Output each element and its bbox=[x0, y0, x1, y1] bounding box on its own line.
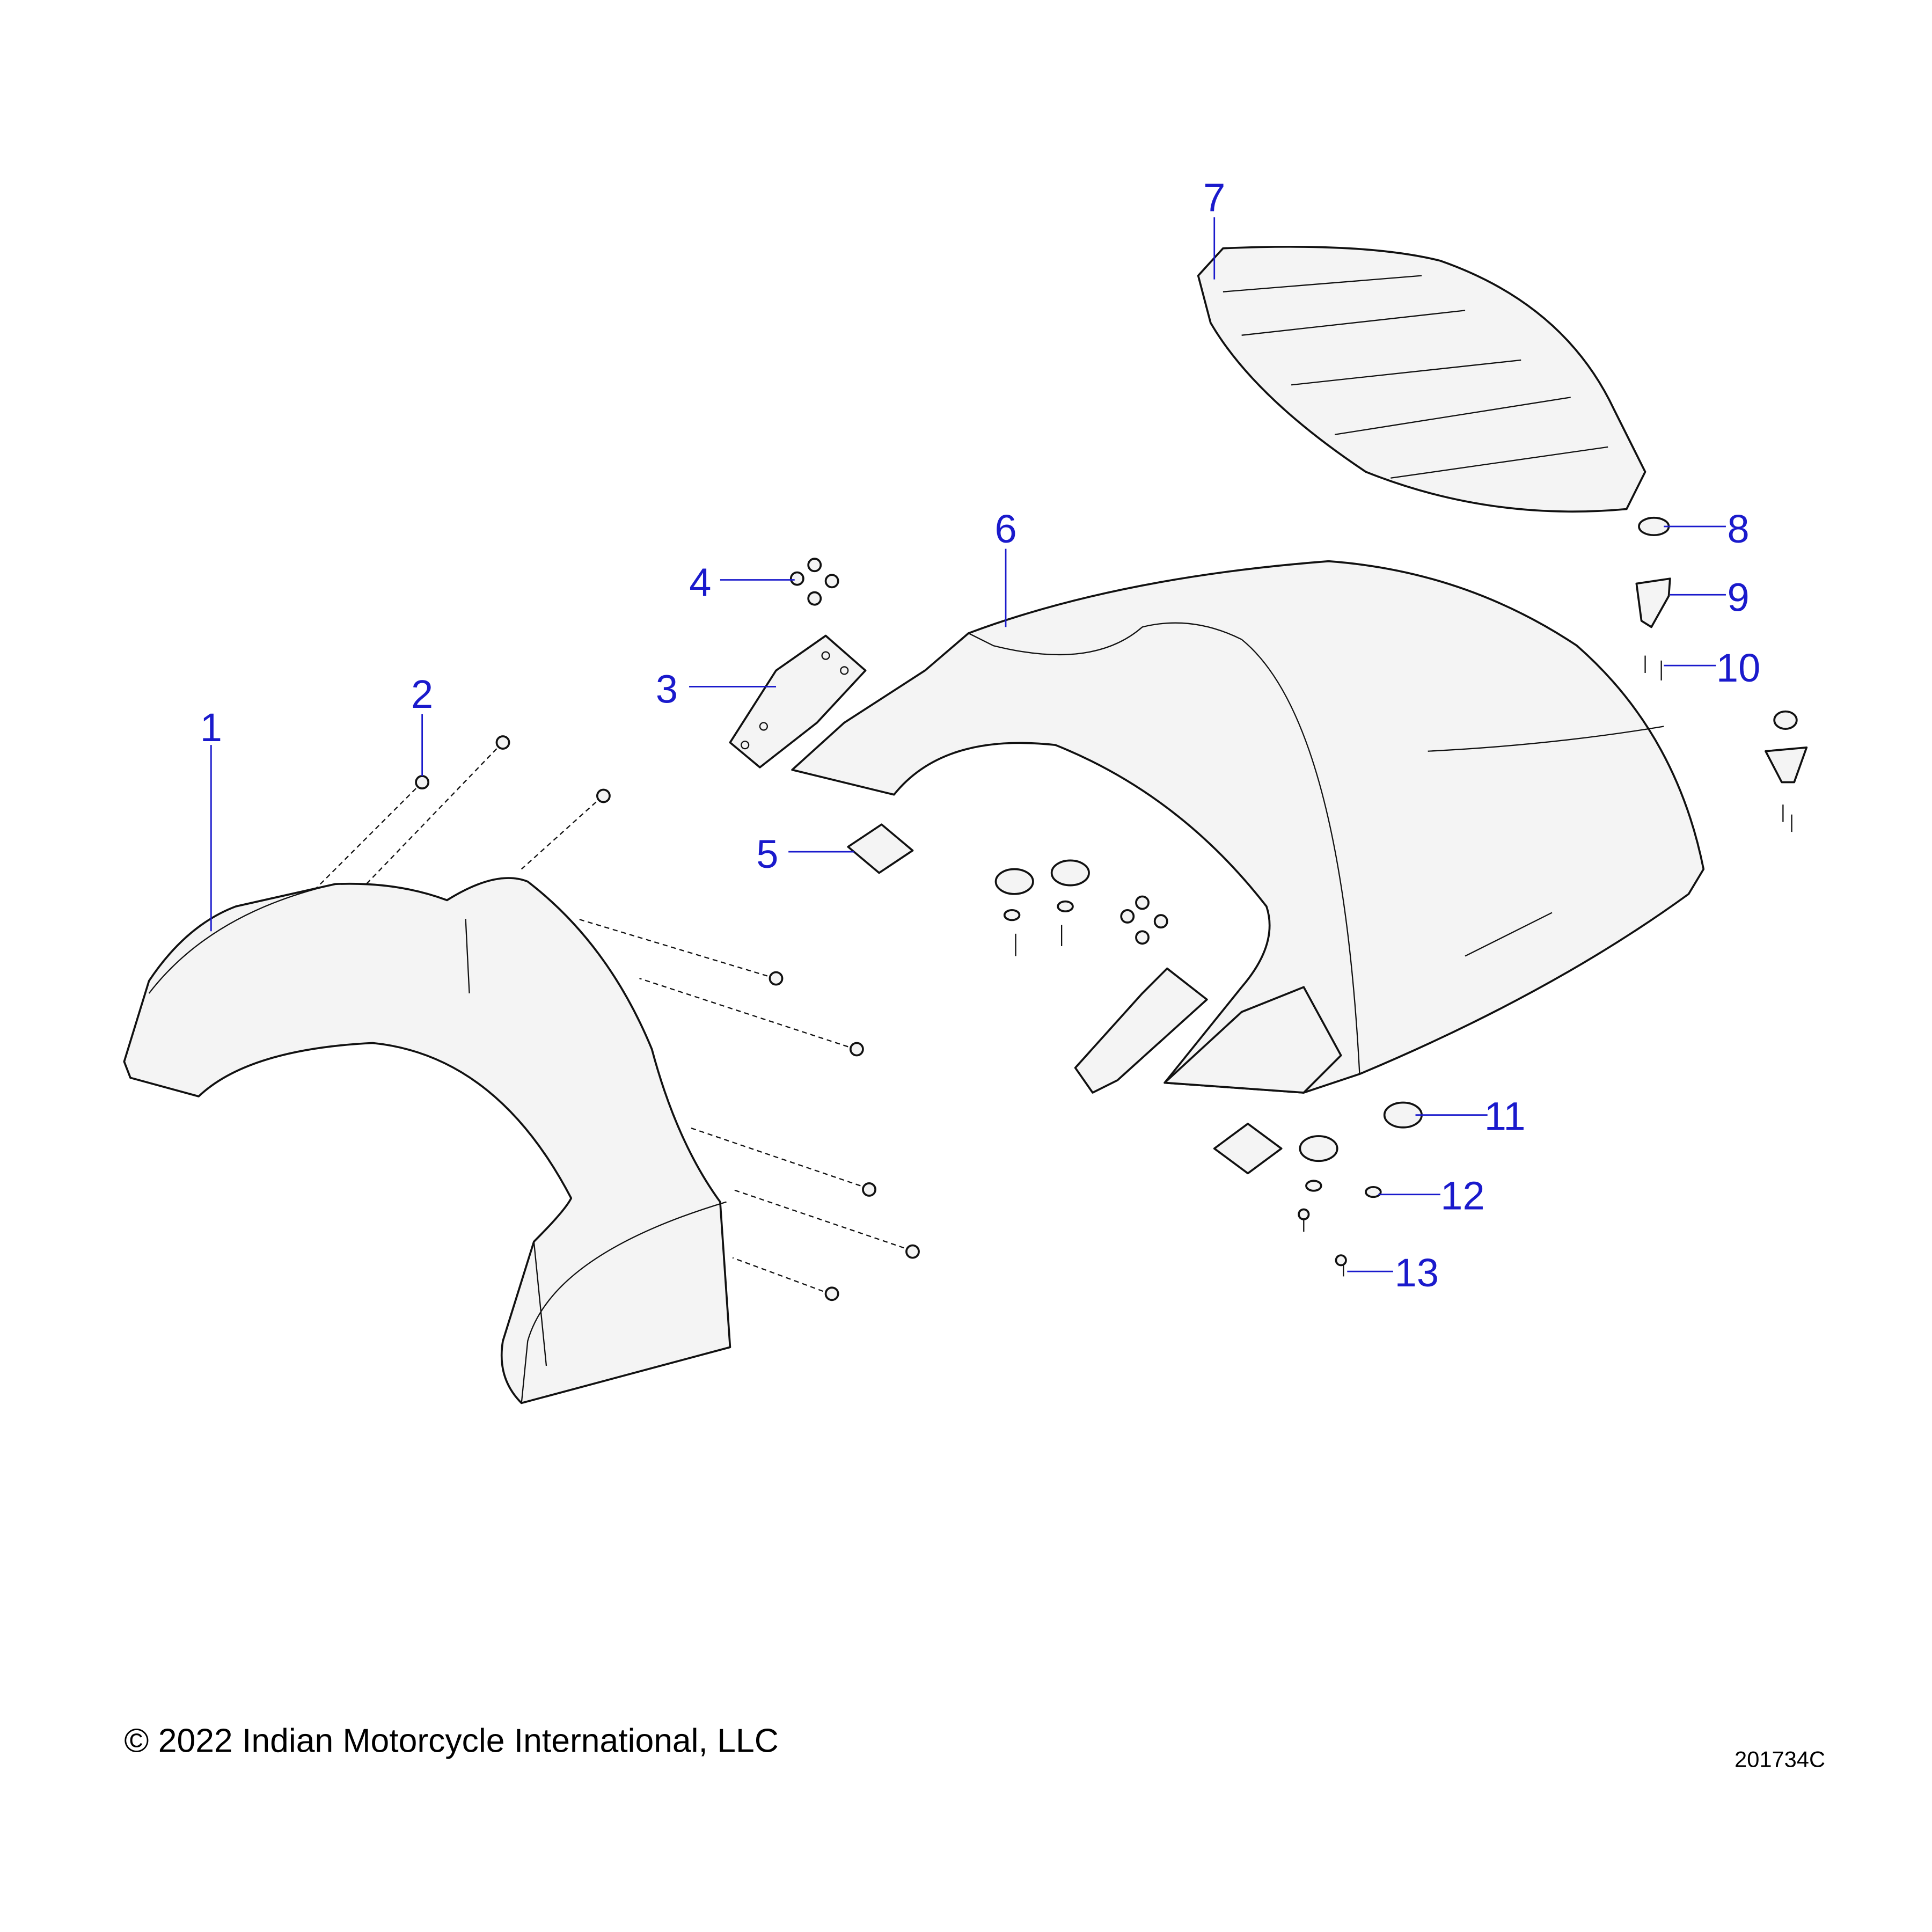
part-6-fender bbox=[791, 560, 1705, 1094]
callout-13: 13 bbox=[1395, 1250, 1439, 1295]
callout-2: 2 bbox=[411, 672, 433, 716]
callout-10: 10 bbox=[1716, 646, 1760, 690]
callout-7: 7 bbox=[1203, 175, 1225, 219]
callout-11: 11 bbox=[1484, 1094, 1526, 1138]
part-7-rack bbox=[1197, 245, 1646, 513]
callout-5: 5 bbox=[756, 832, 778, 876]
copyright-text: © 2022 Indian Motorcycle International, … bbox=[124, 1722, 778, 1760]
callout-1: 1 bbox=[200, 705, 222, 750]
callout-9: 9 bbox=[1727, 575, 1749, 619]
callout-6: 6 bbox=[994, 507, 1016, 551]
callout-8: 8 bbox=[1727, 507, 1749, 551]
callout-3: 3 bbox=[656, 667, 678, 712]
part-4-nuts bbox=[789, 558, 839, 606]
part-1-cover bbox=[123, 877, 731, 1404]
part-3-bracket bbox=[729, 634, 867, 769]
callouts: 1 2 3 4 5 6 7 8 9 10 11 12 13 bbox=[200, 175, 1761, 1295]
small-hardware bbox=[316, 516, 1808, 1301]
drawing-code: 201734C bbox=[1735, 1746, 1825, 1772]
callout-12: 12 bbox=[1440, 1173, 1484, 1218]
callout-4: 4 bbox=[689, 560, 711, 605]
part-5-plate bbox=[847, 823, 914, 874]
